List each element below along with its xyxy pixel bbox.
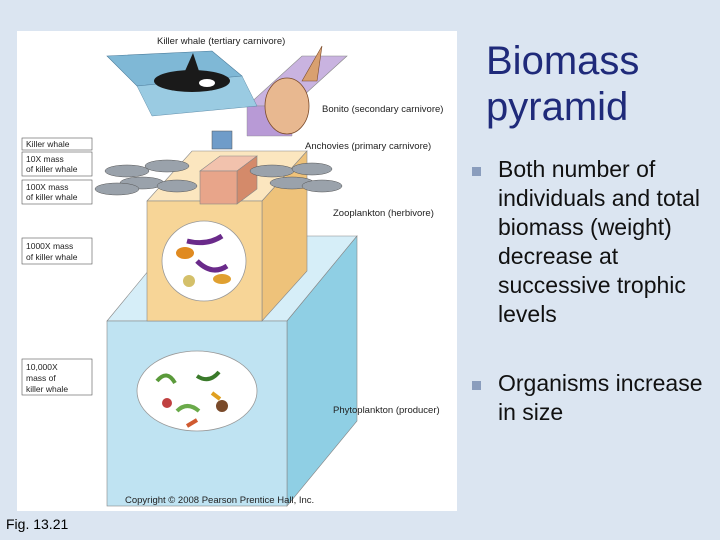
square-bullet-icon: [472, 381, 481, 390]
figure-caption: Fig. 13.21: [6, 516, 69, 532]
mass-box-2-line-2: of killer whale: [26, 164, 78, 174]
bonito-label: Bonito (secondary carnivore): [322, 104, 443, 115]
mass-box-5: 10,000X mass of killer whale: [21, 358, 93, 396]
pyramid-illustration: Killer whale 10X mass of killer whale 10…: [21, 36, 443, 507]
mass-box-4-line-2: of killer whale: [26, 252, 78, 262]
mass-box-5-line-2: mass of: [26, 373, 56, 383]
square-bullet-icon: [472, 167, 481, 176]
killer-whale-cube: [211, 130, 233, 150]
mass-box-1-line-1: Killer whale: [26, 139, 70, 149]
bullet-item: Organisms increase in size: [470, 369, 710, 427]
mass-box-2: 10X mass of killer whale: [21, 151, 93, 177]
mass-box-3-line-1: 100X mass: [26, 182, 69, 192]
slide-title: Biomass pyramid: [486, 39, 640, 129]
anchovy-block: [94, 155, 343, 205]
killer-whale-panel: [106, 50, 258, 117]
copyright-text: Copyright © 2008 Pearson Prentice Hall, …: [125, 495, 314, 506]
mass-box-4-line-1: 1000X mass: [26, 241, 73, 251]
bullet-list: Both number of individuals and total bio…: [470, 155, 710, 427]
bullet-text: Organisms increase in size: [498, 370, 703, 425]
mass-box-3: 100X mass of killer whale: [21, 179, 93, 205]
phytoplankton-label: Phytoplankton (producer): [333, 405, 440, 416]
zooplankton-label: Zooplankton (herbivore): [333, 208, 434, 219]
mass-box-1: Killer whale: [21, 137, 93, 151]
mass-box-2-line-1: 10X mass: [26, 154, 64, 164]
anchovies-label: Anchovies (primary carnivore): [305, 141, 431, 152]
biomass-pyramid-figure: Killer whale 10X mass of killer whale 10…: [17, 31, 457, 511]
killer-whale-label: Killer whale (tertiary carnivore): [157, 36, 285, 47]
mass-box-5-line-1: 10,000X: [26, 362, 58, 372]
mass-box-4: 1000X mass of killer whale: [21, 237, 93, 265]
bonito-panel: [246, 45, 348, 137]
bullet-item: Both number of individuals and total bio…: [470, 155, 710, 329]
bullet-text: Both number of individuals and total bio…: [498, 156, 701, 327]
mass-box-5-line-3: killer whale: [26, 384, 68, 394]
mass-box-3-line-2: of killer whale: [26, 192, 78, 202]
